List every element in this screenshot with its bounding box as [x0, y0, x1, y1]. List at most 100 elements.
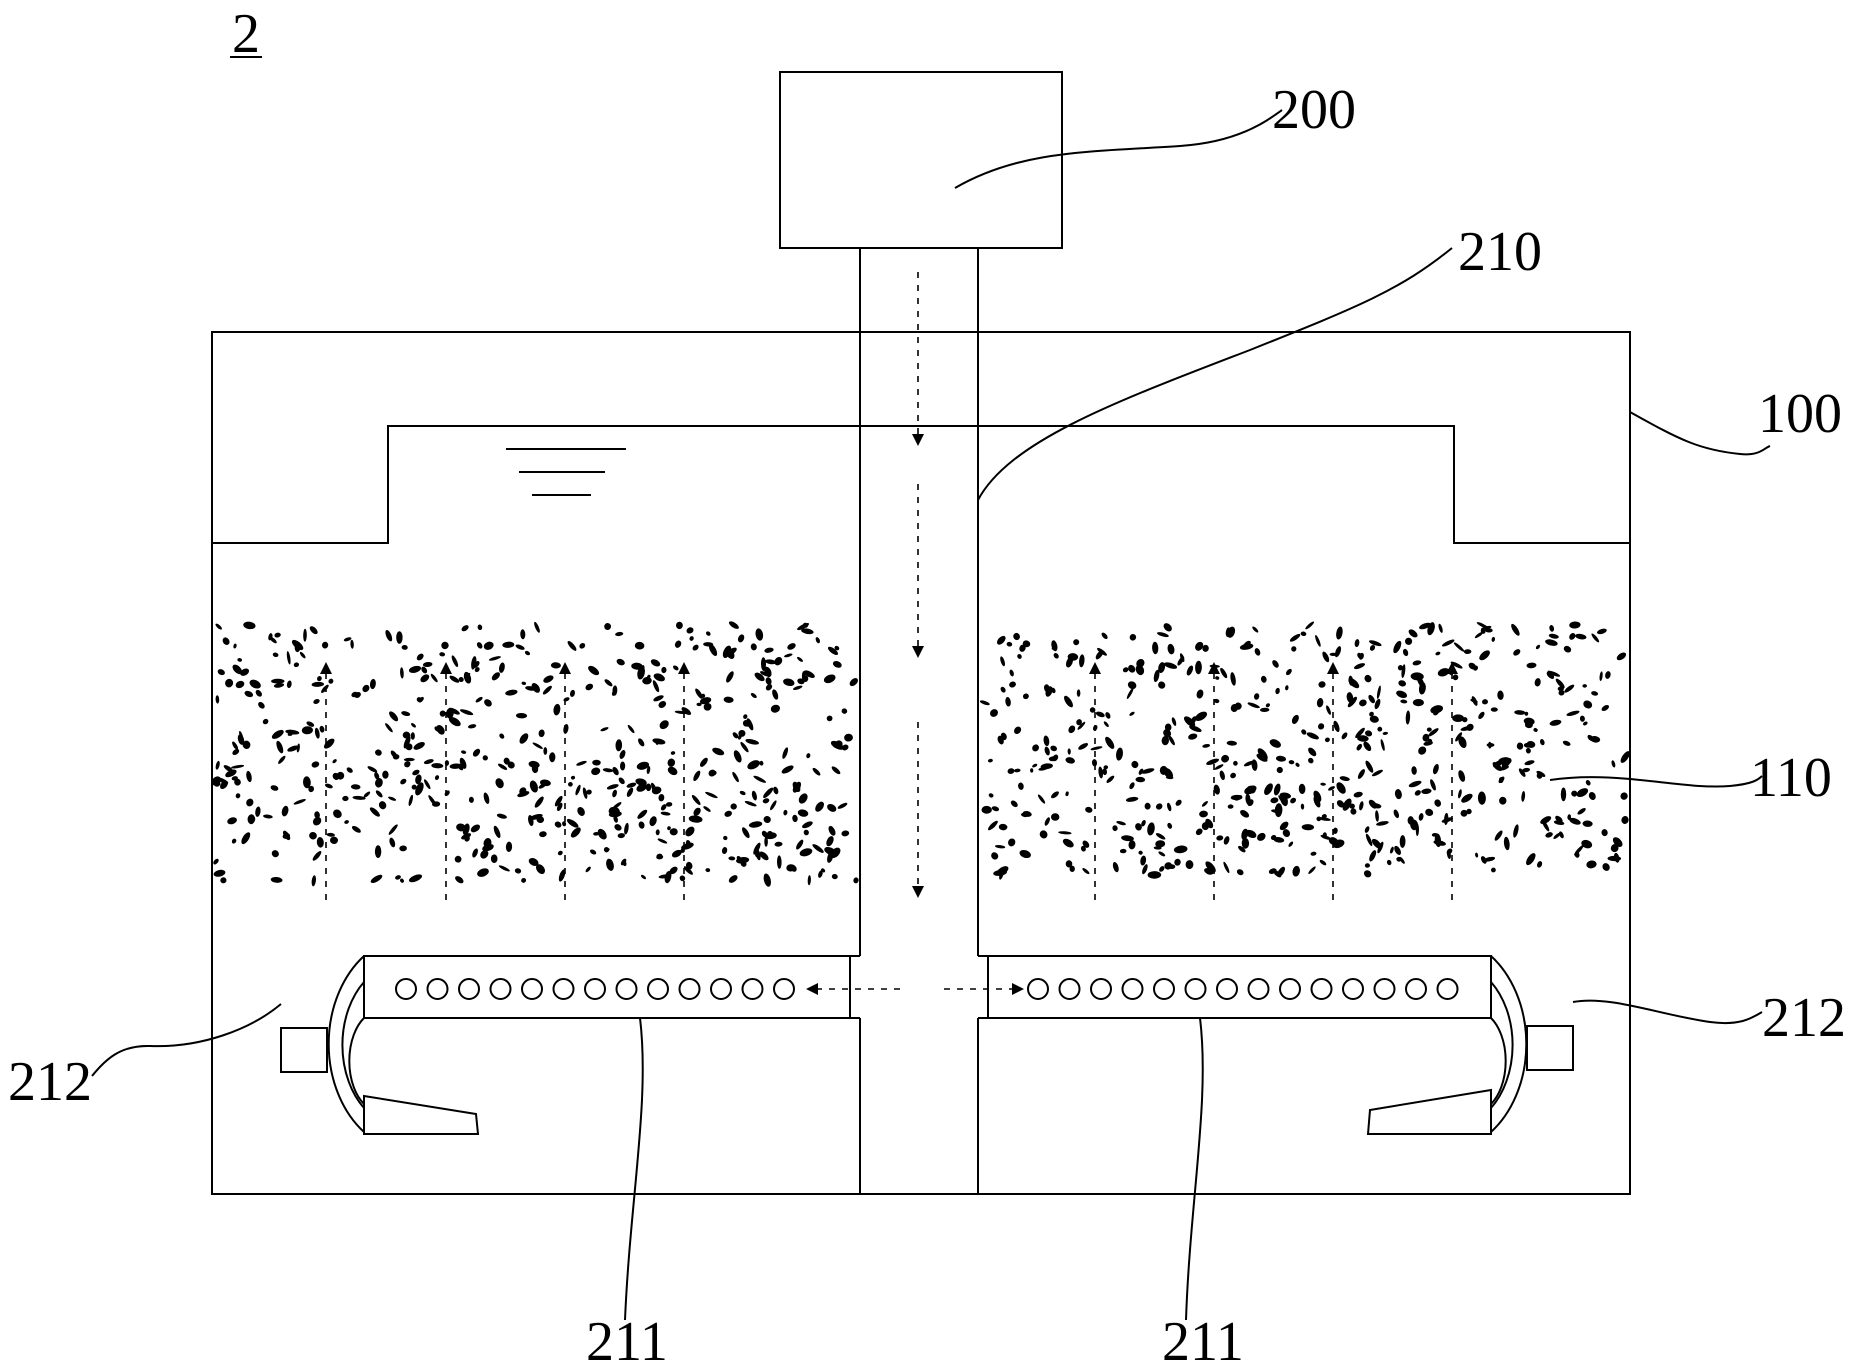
medium-particle [638, 821, 645, 829]
medium-particle [570, 827, 581, 838]
medium-particle [278, 755, 286, 764]
medium-particle [369, 807, 380, 817]
medium-particle [1371, 769, 1383, 777]
medium-particle [1393, 809, 1399, 819]
medium-particle [293, 799, 306, 805]
medium-particle [493, 825, 501, 838]
medium-particle [1140, 855, 1147, 866]
leader-210 [977, 247, 1453, 501]
medium-particle [1019, 644, 1026, 652]
medium-particle [333, 809, 342, 819]
medium-particle [1227, 626, 1236, 638]
medium-particle [1213, 784, 1220, 795]
medium-particle [576, 760, 587, 766]
medium-particle [1147, 871, 1162, 879]
medium-particle [558, 869, 566, 882]
medium-particle [1526, 853, 1536, 866]
leader-100 [1629, 411, 1771, 456]
medium-particle [696, 702, 702, 707]
medium-particle [837, 802, 848, 809]
medium-particle [618, 777, 625, 785]
medium-particle [474, 667, 480, 673]
medium-particle [1588, 792, 1596, 800]
medium-particle [733, 750, 742, 763]
medium-particle [597, 828, 607, 840]
medium-particle [1174, 858, 1181, 866]
medium-particle [1611, 760, 1616, 768]
medium-particle [764, 836, 768, 847]
medium-particle [738, 729, 746, 737]
medium-particle [534, 796, 544, 808]
medium-particle [313, 699, 320, 704]
filler-medium-right [979, 621, 1630, 880]
medium-particle [1048, 756, 1058, 762]
medium-particle [1501, 758, 1512, 769]
medium-particle [1270, 834, 1277, 841]
medium-particle [699, 697, 712, 705]
medium-particle [1080, 845, 1086, 852]
medium-particle [550, 662, 561, 669]
medium-particle [488, 656, 501, 661]
medium-particle [823, 674, 836, 684]
medium-particle [396, 631, 403, 644]
medium-particle [853, 877, 859, 884]
medium-particle [1541, 819, 1550, 832]
medium-particle [774, 657, 783, 666]
medium-particle [1155, 803, 1163, 810]
medium-particle [1000, 686, 1006, 693]
medium-particle [311, 875, 316, 887]
nozzle-right [1366, 955, 1574, 1135]
medium-particle [1158, 662, 1166, 674]
medium-particle [688, 815, 703, 823]
aeration-hole [1058, 978, 1081, 1000]
aeration-hole [521, 978, 543, 1000]
medium-particle [281, 805, 289, 817]
medium-particle [567, 640, 577, 651]
medium-particle [458, 676, 464, 683]
medium-particle [401, 711, 411, 717]
medium-particle [1315, 635, 1321, 647]
medium-particle [1085, 806, 1093, 813]
medium-particle [773, 786, 779, 795]
medium-particle [272, 652, 279, 658]
medium-particle [570, 689, 575, 697]
medium-particle [1354, 639, 1360, 648]
medium-particle [1350, 808, 1357, 815]
medium-particle [1562, 740, 1571, 746]
medium-particle [293, 662, 300, 668]
medium-particle [990, 709, 998, 717]
water-surface [212, 425, 1630, 544]
medium-particle [667, 826, 671, 831]
medium-particle [1116, 820, 1126, 826]
medium-particle [1022, 810, 1032, 817]
medium-particle [831, 873, 838, 880]
medium-particle [615, 739, 623, 752]
medium-particle [1214, 764, 1224, 770]
medium-particle [1549, 625, 1555, 632]
medium-particle [743, 714, 748, 719]
medium-particle [812, 767, 821, 776]
medium-particle [1219, 770, 1225, 781]
medium-particle [1363, 741, 1372, 752]
medium-particle [1359, 699, 1367, 707]
medium-particle [770, 800, 777, 811]
medium-particle [750, 692, 757, 699]
medium-particle [1484, 628, 1493, 633]
medium-particle [246, 798, 254, 807]
medium-particle [1216, 835, 1224, 841]
medium-particle [1289, 633, 1301, 642]
medium-particle [1253, 693, 1260, 700]
medium-particle [614, 824, 622, 831]
medium-particle [1620, 751, 1630, 763]
medium-particle [1239, 643, 1254, 650]
medium-particle [498, 662, 505, 673]
medium-particle [1371, 838, 1382, 849]
medium-particle [1125, 796, 1139, 802]
medium-particle [294, 641, 301, 653]
medium-particle [1215, 676, 1220, 680]
medium-particle [1152, 641, 1159, 655]
label-110: 110 [1750, 747, 1832, 809]
nozzle-left [280, 955, 480, 1135]
aeration-hole [552, 978, 575, 1000]
medium-particle [1135, 664, 1145, 676]
